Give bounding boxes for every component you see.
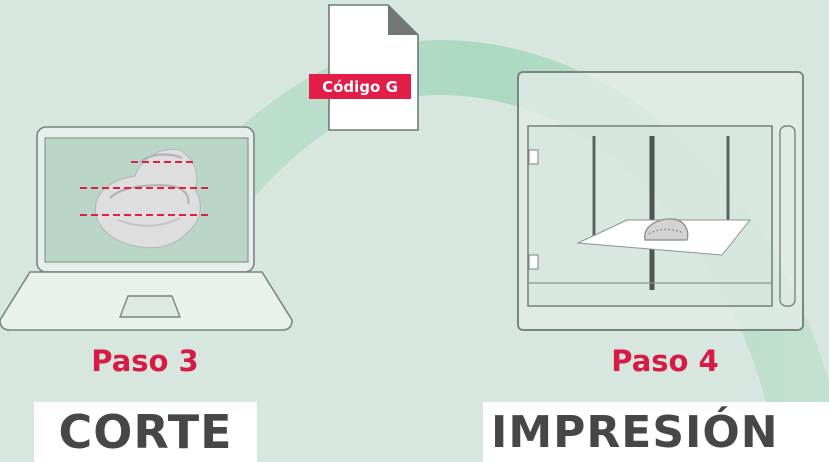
step-3-stage: CORTE [34, 402, 257, 462]
3d-printer-icon [517, 71, 804, 331]
g-code-file-icon [328, 4, 419, 131]
g-code-label: Código G [309, 74, 411, 99]
step-4-title: Paso 4 [611, 344, 719, 378]
step-4-stage: IMPRESIÓN [483, 402, 829, 462]
step-3-title: Paso 3 [91, 344, 199, 378]
dental-model-icon [94, 148, 201, 249]
